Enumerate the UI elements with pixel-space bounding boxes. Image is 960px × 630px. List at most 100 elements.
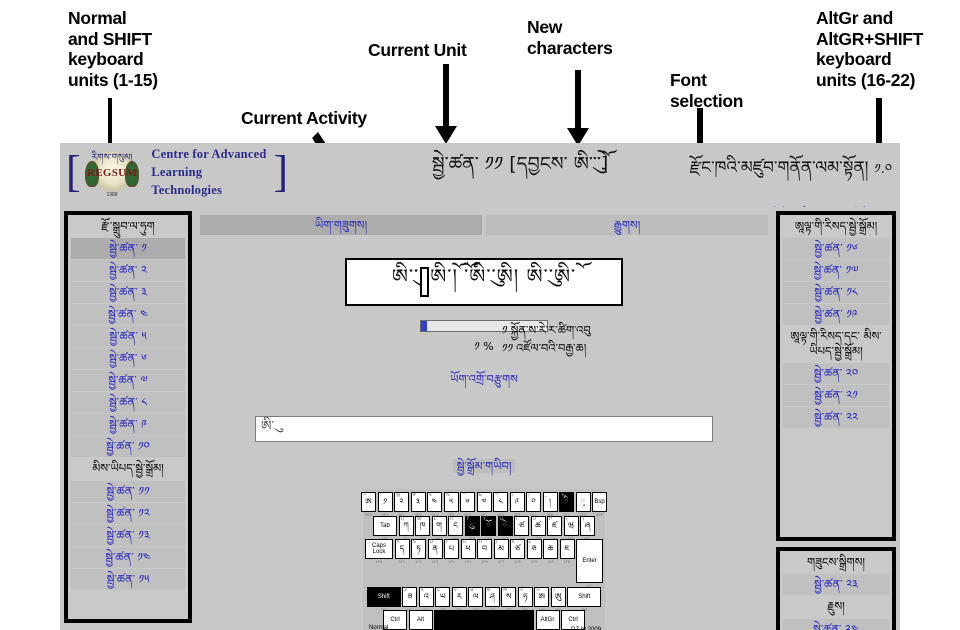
key---0FA[interactable]: Pཛ0FA xyxy=(547,515,562,541)
unit-item-left-5[interactable]: སྦྱེ་ཚན་ ༥ xyxy=(71,326,185,348)
key---0FC[interactable]: }ཞ0FC xyxy=(580,515,595,541)
unit-item-left-1[interactable]: སྦྱེ་ཚན་ ༡ xyxy=(71,238,185,260)
key---2F6[interactable]: Nཤ2F6 xyxy=(484,586,500,612)
key-shift-glyph: * xyxy=(495,493,498,498)
key---0F4[interactable]: Rང0F4 xyxy=(448,515,463,541)
key---0E5[interactable]: %༥0E5 xyxy=(443,492,459,517)
key---0F3[interactable]: Eག0F3 xyxy=(431,515,447,541)
unit-item-right-1[interactable]: སྦྱེ་ཚན་ ༡༦ xyxy=(783,238,889,260)
virtual-keyboard[interactable]: ~ཨ0E0!༡0E1@༢0E2#༣0E3$༤0E4%༥0E5^༦0E6&༧0E7… xyxy=(361,489,607,630)
key---0EC[interactable]: +ི0EC xyxy=(559,492,574,517)
key---0E4[interactable]: $༤0E4 xyxy=(427,492,442,517)
unit-item-left-7[interactable]: སྦྱེ་ཚན་ ༧ xyxy=(71,370,185,392)
key-shift-2FB[interactable]: Shift2FB xyxy=(567,586,602,612)
key---2FA[interactable]: ?ཨུ2FA xyxy=(550,586,566,612)
key---0E1[interactable]: !༡0E1 xyxy=(377,492,393,517)
unit-item-extra-1[interactable]: སྦྱེ་ཚན་ ༢༣ xyxy=(783,574,889,596)
key-code: 2FA xyxy=(552,608,565,612)
unit-item-right-shift-3[interactable]: སྦྱེ་ཚན་ ༢༢ xyxy=(783,407,889,429)
key---2F9[interactable]: >ཨ2F9 xyxy=(534,586,550,612)
key---2F7[interactable]: Mས2F7 xyxy=(501,586,517,612)
unit-item-right-shift-2[interactable]: སྦྱེ་ཚན་ ༢༡ xyxy=(783,385,889,407)
unit-item-left-4[interactable]: སྦྱེ་ཚན་ ༤ xyxy=(71,304,185,326)
key---0E2[interactable]: @༢0E2 xyxy=(394,492,409,517)
key-code: 0F6 xyxy=(482,537,495,541)
key-enter-1FC[interactable]: Enter1FC xyxy=(576,539,603,588)
arrow-to-unit-title xyxy=(433,64,459,146)
annotation-new-characters: New characters xyxy=(527,17,613,58)
key-code: 1F4 xyxy=(448,560,455,564)
unit-item-left-3[interactable]: སྦྱེ་ཚན་ ༣ xyxy=(71,282,185,304)
unit-item-left-10[interactable]: སྦྱེ་ཚན་ ༡༠ xyxy=(71,436,185,458)
key-tab-0F0[interactable]: Tab0F0 xyxy=(373,515,397,541)
unit-item-left-9[interactable]: སྦྱེ་ཚན་ ༩ xyxy=(71,414,185,436)
key---0FB[interactable]: {ཝ0FB xyxy=(563,515,579,541)
key---0E3[interactable]: #༣0E3 xyxy=(410,492,426,517)
key-code: 0E5 xyxy=(445,513,458,517)
key-shift-glyph: K xyxy=(512,540,515,545)
key-3f2-3F2[interactable]: 3F2 xyxy=(434,610,534,630)
key---0F5[interactable]: Tུ0F5 xyxy=(464,515,480,541)
key---2F1[interactable]: Zཟ2F1 xyxy=(402,586,418,612)
unit-item-right-3[interactable]: སྦྱེ་ཚན་ ༡༨ xyxy=(783,282,889,304)
unit-item-left-shift-1[interactable]: སྦྱེ་ཚན་ ༡༡ xyxy=(71,480,185,502)
key-code: 1F5 xyxy=(464,560,472,564)
key---0ED[interactable]: ༷0ED xyxy=(575,492,591,517)
key---0F2[interactable]: Wཁ0F2 xyxy=(415,515,430,541)
right-panel-heading: ཨཱལྟ་གི་རིསད་སྦྱེ་སྒྲོམ། xyxy=(781,216,891,238)
unit-item-right-4[interactable]: སྦྱེ་ཚན་ ༡༩ xyxy=(783,304,889,326)
key---0F7[interactable]: Uེ0F7 xyxy=(497,515,513,541)
key---0EA[interactable]: )༠0EA xyxy=(526,492,541,517)
unit-item-left-shift-4[interactable]: སྦྱེ་ཚན་ ༡༤ xyxy=(71,546,185,568)
unit-item-left-8[interactable]: སྦྱེ་ཚན་ ༨ xyxy=(71,392,185,414)
key---2F4[interactable]: Vར2F4 xyxy=(451,586,467,612)
key---2F8[interactable]: <ཧ2F8 xyxy=(517,586,533,612)
unit-item-extra-sub-1[interactable]: སྦྱེ་ཚན་ ༢༤ xyxy=(783,618,889,630)
unit-item-left-shift-2[interactable]: སྦྱེ་ཚན་ ༡༢ xyxy=(71,502,185,524)
key---2F5[interactable]: Bལ2F5 xyxy=(468,586,484,612)
key-main-glyph: ཅ xyxy=(531,544,537,553)
key---0E8[interactable]: *༨0E8 xyxy=(493,492,508,517)
key---0EB[interactable]: _།0EB xyxy=(542,492,558,517)
key---0E6[interactable]: ^༦0E6 xyxy=(460,492,475,517)
key---2F3[interactable]: Cཡ2F3 xyxy=(435,586,451,612)
key---2F2[interactable]: Xའ2F2 xyxy=(418,586,434,612)
unit-item-left-shift-5[interactable]: སྦྱེ་ཚན་ ༡༥ xyxy=(71,568,185,590)
stat-error-value: ༡༡ xyxy=(502,340,514,355)
key---0F9[interactable]: Oཚ0F9 xyxy=(530,515,546,541)
unit-item-left-2[interactable]: སྦྱེ་ཚན་ ༢ xyxy=(71,260,185,282)
key-shift-2F0[interactable]: Shift2F0 xyxy=(366,586,401,612)
key-altgr-3F3[interactable]: AltGr3F3 xyxy=(535,610,560,630)
unit-item-right-shift-1[interactable]: སྦྱེ་ཚན་ ༢༠ xyxy=(783,363,889,385)
key---0F6[interactable]: Yོ0F6 xyxy=(481,515,496,541)
tab-test[interactable]: རྒྱུགས། xyxy=(486,215,768,235)
tab-exercise[interactable]: ཡིག་གཟུགས། xyxy=(200,215,482,235)
key-main-glyph: ༥ xyxy=(449,497,453,506)
key---0E9[interactable]: (༩0E9 xyxy=(509,492,525,517)
key---0E7[interactable]: &༧0E7 xyxy=(476,492,492,517)
unit-item-left-shift-3[interactable]: སྦྱེ་ཚན་ ༡༣ xyxy=(71,524,185,546)
key-code: 0F7 xyxy=(499,537,512,541)
typing-input[interactable] xyxy=(255,416,713,442)
key---0F1[interactable]: Qཀ0F1 xyxy=(398,515,414,541)
unit-item-right-2[interactable]: སྦྱེ་ཚན་ ༡༧ xyxy=(783,260,889,282)
key-alt-3F1[interactable]: Alt3F1 xyxy=(408,610,433,630)
brand-line-1: Centre for Advanced xyxy=(151,146,267,161)
unit-item-left-6[interactable]: སྦྱེ་ཚན་ ༦ xyxy=(71,348,185,370)
key---0F8[interactable]: Iཙ0F8 xyxy=(514,515,529,541)
